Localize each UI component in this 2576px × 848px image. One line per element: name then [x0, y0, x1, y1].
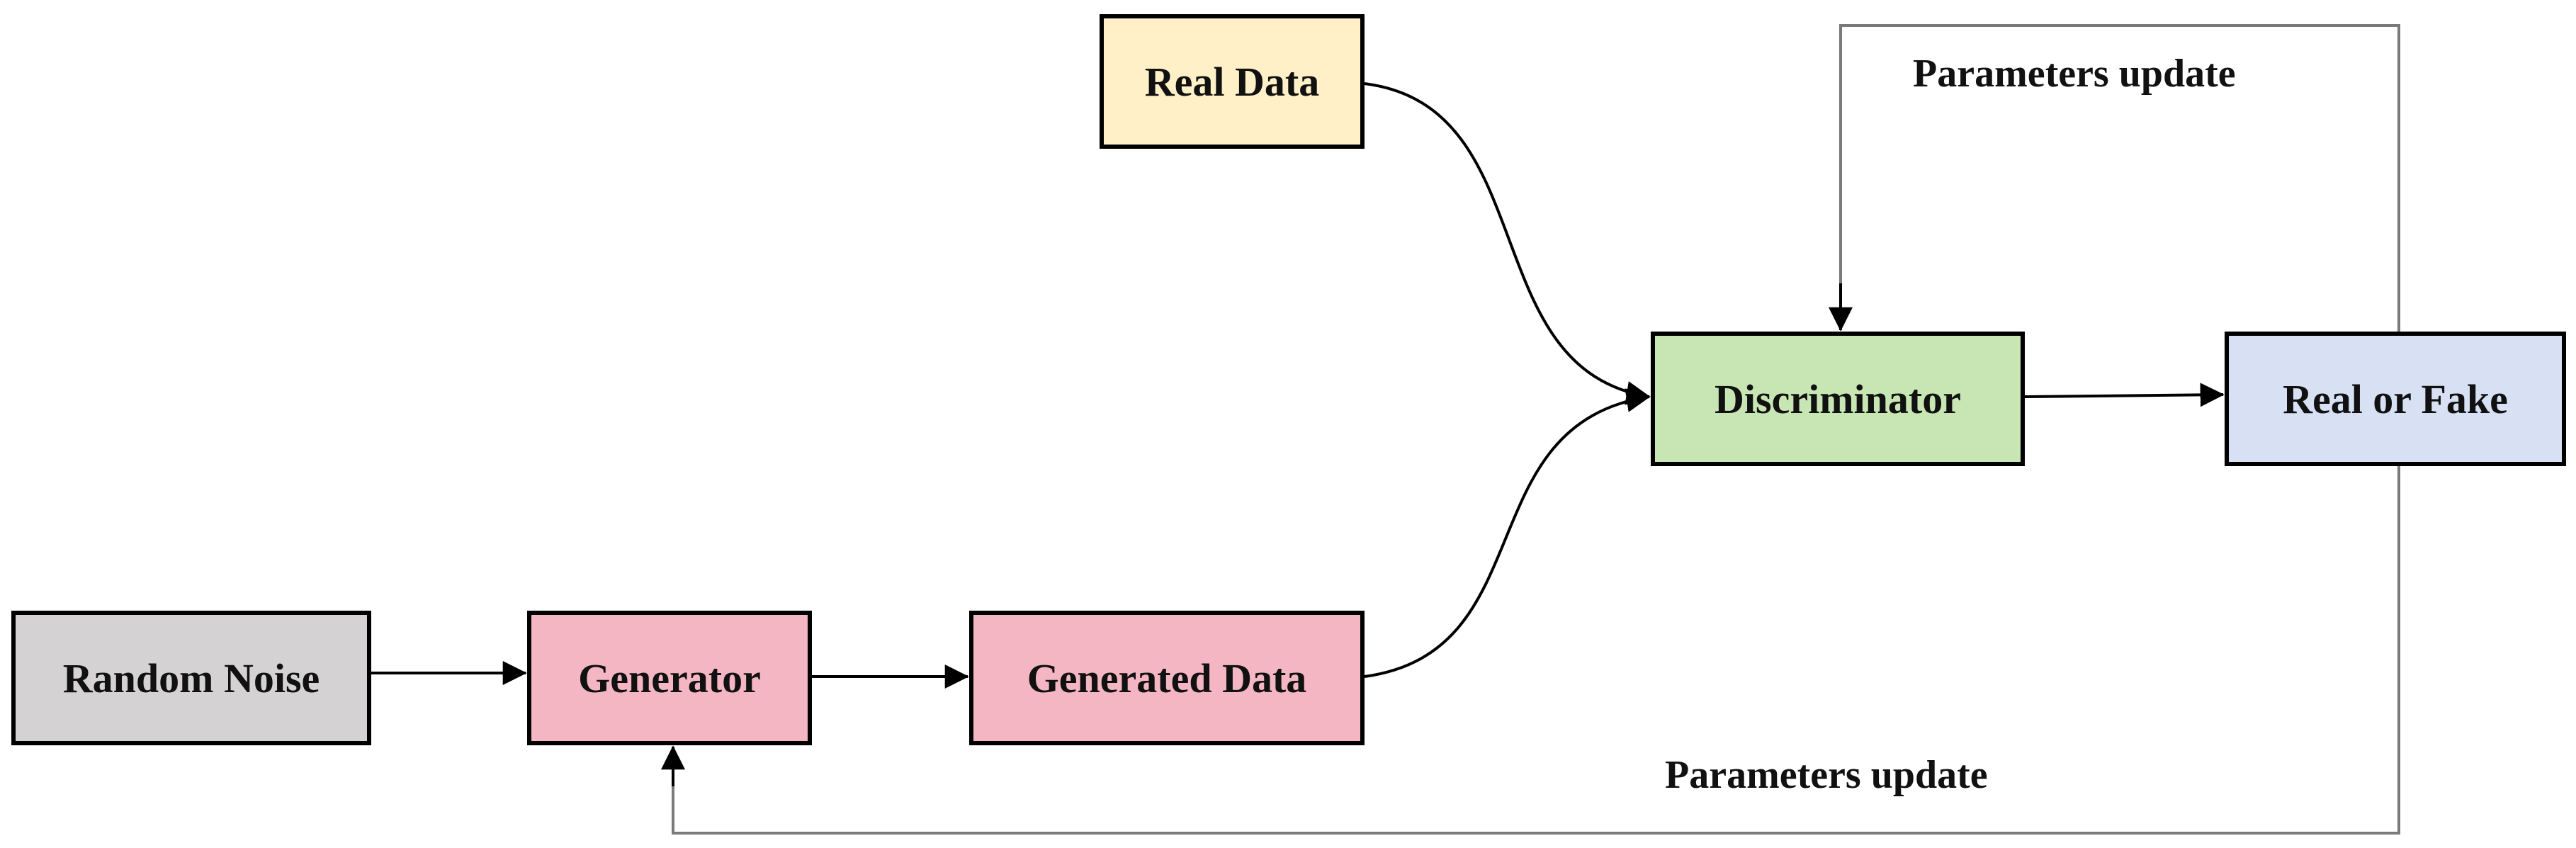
- node-generated-data-label: Generated Data: [1027, 655, 1307, 701]
- node-real-or-fake: Real or Fake: [2225, 332, 2566, 466]
- node-real-data-label: Real Data: [1144, 58, 1320, 105]
- node-discriminator: Discriminator: [1651, 332, 2025, 466]
- feedback-bottom-line: [672, 466, 2400, 835]
- arrow-generated-data-to-discriminator: [1364, 388, 1651, 678]
- node-random-noise-label: Random Noise: [62, 655, 320, 701]
- node-generated-data: Generated Data: [969, 611, 1365, 745]
- node-generator: Generator: [527, 611, 812, 745]
- edge-label-top-parameters-update: Parameters update: [1913, 52, 2236, 96]
- node-discriminator-label: Discriminator: [1714, 375, 1961, 422]
- node-real-data: Real Data: [1100, 14, 1365, 149]
- arrow-real-data-to-discriminator: [1364, 82, 1651, 405]
- node-generator-label: Generator: [578, 655, 761, 701]
- feedback-top-line: [1839, 24, 2400, 332]
- node-random-noise: Random Noise: [11, 611, 371, 745]
- edge-label-bottom-parameters-update: Parameters update: [1665, 753, 1988, 797]
- node-real-or-fake-label: Real or Fake: [2283, 375, 2508, 422]
- arrow-discriminator-to-real-or-fake: [2024, 383, 2225, 407]
